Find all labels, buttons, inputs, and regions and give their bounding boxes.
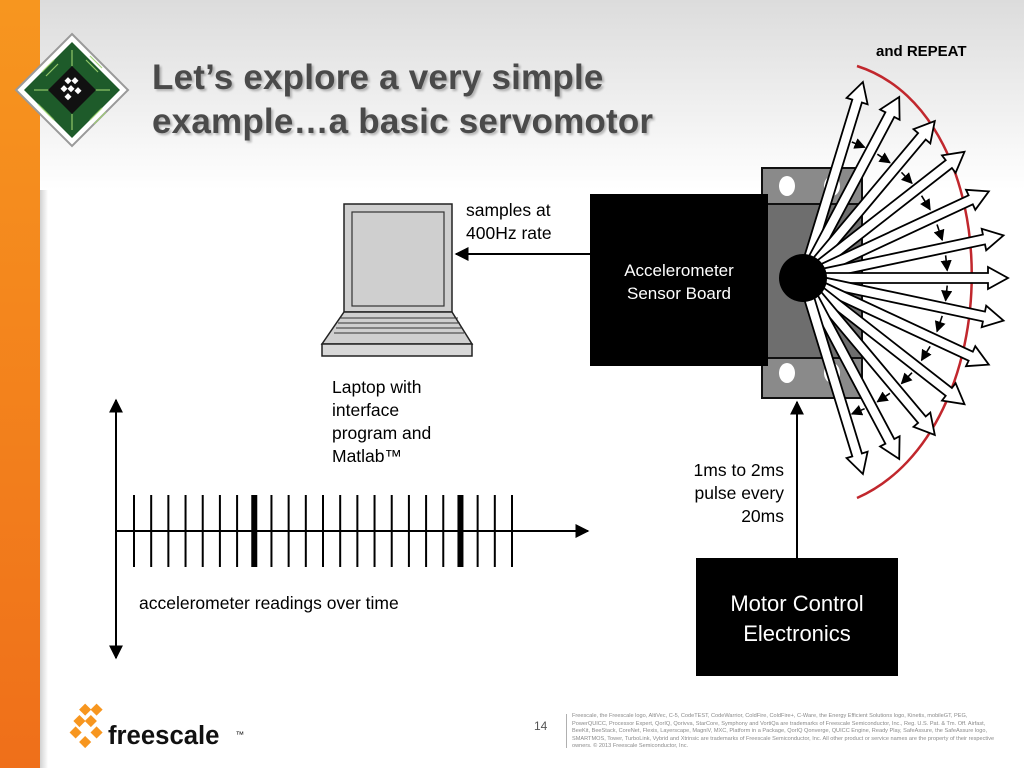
rotation-arrow: [797, 275, 869, 476]
rotation-arrow: [797, 274, 901, 461]
freescale-logo: freescale ™: [69, 703, 245, 750]
laptop-line-1: Laptop with: [332, 377, 422, 397]
samples-line-2: 400Hz rate: [466, 223, 552, 243]
sweep-arrow: [851, 138, 866, 149]
laptop-line-4: Matlab™: [332, 446, 403, 466]
servo-hub: [779, 254, 827, 302]
motor-label-line-2: Electronics: [743, 621, 851, 646]
pulse-label: 1ms to 2ms pulse every 20ms: [660, 459, 784, 528]
rotation-arrow: [798, 150, 966, 284]
sweep-arrow: [876, 152, 891, 164]
orange-sidebar: [0, 0, 40, 768]
trademark-fine-print: Freescale, the Freescale logo, AltiVec, …: [572, 713, 995, 750]
freescale-chip-icon: [14, 32, 130, 148]
samples-label: samples at 400Hz rate: [466, 199, 552, 245]
rotation-arrow: [798, 272, 966, 406]
laptop-label: Laptop with interface program and Matlab…: [332, 376, 431, 468]
laptop-line-2: interface: [332, 400, 400, 420]
sweep-arrow: [941, 285, 953, 302]
and-repeat-tag: and REPEAT: [876, 43, 967, 60]
readings-label: accelerometer readings over time: [139, 593, 399, 613]
sweep-arrow: [850, 404, 865, 416]
sidebar-shadow: [40, 0, 48, 768]
laptop-line-3: program and: [332, 423, 432, 443]
sweep-arrow: [920, 345, 932, 362]
readings-ticks: [133, 495, 513, 567]
freescale-logo-tm: ™: [236, 730, 245, 740]
rotation-arrow: [802, 265, 1010, 291]
rotation-arrow: [800, 272, 1006, 329]
title-line-2: example…a basic servomotor: [152, 102, 654, 141]
rotation-arrow: [800, 227, 1006, 284]
rotation-arrow: [797, 119, 937, 283]
footer-divider: [566, 714, 567, 748]
sensor-board-label: Accelerometer Sensor Board: [590, 259, 768, 305]
motor-label-line-1: Motor Control: [730, 591, 864, 616]
sweep-arrow: [934, 315, 946, 333]
pulse-line-2: pulse every: [694, 483, 785, 503]
sensor-label-line-2: Sensor Board: [627, 284, 731, 303]
rotation-arrow: [799, 272, 991, 368]
sweep-arrow: [876, 391, 891, 403]
rotation-arrow: [797, 95, 901, 282]
sensor-label-line-1: Accelerometer: [624, 261, 734, 280]
slide-title: Let’s explore a very simple example…a ba…: [152, 56, 653, 144]
title-line-1: Let’s explore a very simple: [152, 58, 604, 97]
sweep-arrow: [920, 195, 931, 211]
page-number: 14: [534, 719, 548, 733]
motor-control-label: Motor Control Electronics: [696, 589, 898, 649]
rotation-arrow: [797, 80, 869, 281]
sweep-arrow: [940, 255, 952, 272]
accelerometer-board: [590, 194, 768, 366]
laptop-icon: [320, 203, 474, 357]
pulse-line-3: 20ms: [741, 506, 784, 526]
readings-axis: [109, 398, 590, 660]
motor-control-box: [696, 558, 898, 676]
freescale-logo-text: freescale: [108, 722, 219, 750]
rotation-arrow: [799, 188, 991, 284]
sweep-arrow: [933, 224, 945, 242]
sweep-arrow: [900, 372, 913, 385]
rotation-arrows: [797, 80, 1010, 476]
pulse-line-1: 1ms to 2ms: [693, 460, 784, 480]
rotation-arrow: [797, 273, 937, 437]
sweep-arrow: [900, 171, 913, 185]
samples-line-1: samples at: [466, 200, 551, 220]
